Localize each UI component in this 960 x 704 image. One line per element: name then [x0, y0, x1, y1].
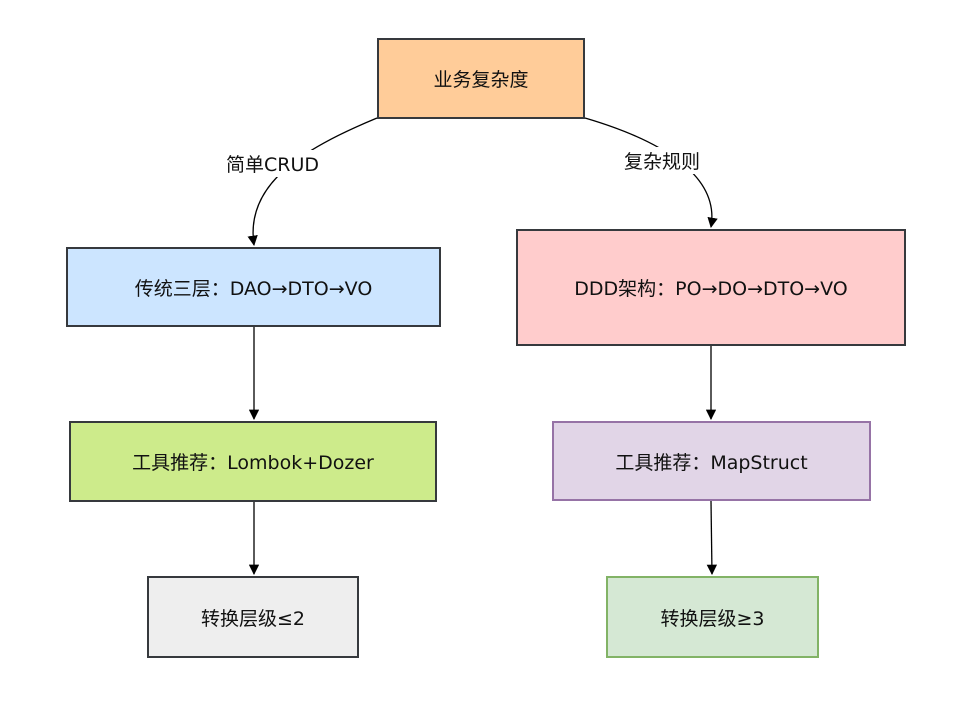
node-conversion-level-le-2[interactable]: 转换层级≤2	[147, 576, 359, 658]
node-business-complexity-label: 业务复杂度	[433, 69, 529, 91]
node-tool-lombok-dozer-label: 工具推荐：Lombok+Dozer	[132, 452, 374, 474]
node-conversion-level-le-2-label: 转换层级≤2	[200, 607, 305, 630]
edge-root-to-left	[247, 117, 378, 247]
node-tool-mapstruct-label: 工具推荐：MapStruct	[615, 451, 808, 474]
node-tool-lombok-dozer[interactable]: 工具推荐：Lombok+Dozer	[69, 421, 437, 502]
node-ddd-architecture-label: DDD架构：PO→DO→DTO→VO	[574, 278, 848, 300]
edge-label-simple-crud: 简单CRUD	[224, 150, 322, 177]
node-tool-mapstruct[interactable]: 工具推荐：MapStruct	[552, 421, 871, 501]
node-conversion-level-ge-3[interactable]: 转换层级≥3	[606, 576, 819, 658]
node-business-complexity[interactable]: 业务复杂度	[377, 38, 585, 119]
node-traditional-three-tier[interactable]: 传统三层：DAO→DTO→VO	[66, 247, 441, 327]
node-ddd-architecture[interactable]: DDD架构：PO→DO→DTO→VO	[516, 229, 906, 346]
node-conversion-level-ge-3-label: 转换层级≥3	[660, 607, 765, 630]
edge-label-complex-rules: 复杂规则	[622, 147, 703, 174]
edge-right2-to-right3	[706, 500, 718, 576]
node-traditional-three-tier-label: 传统三层：DAO→DTO→VO	[134, 277, 373, 300]
